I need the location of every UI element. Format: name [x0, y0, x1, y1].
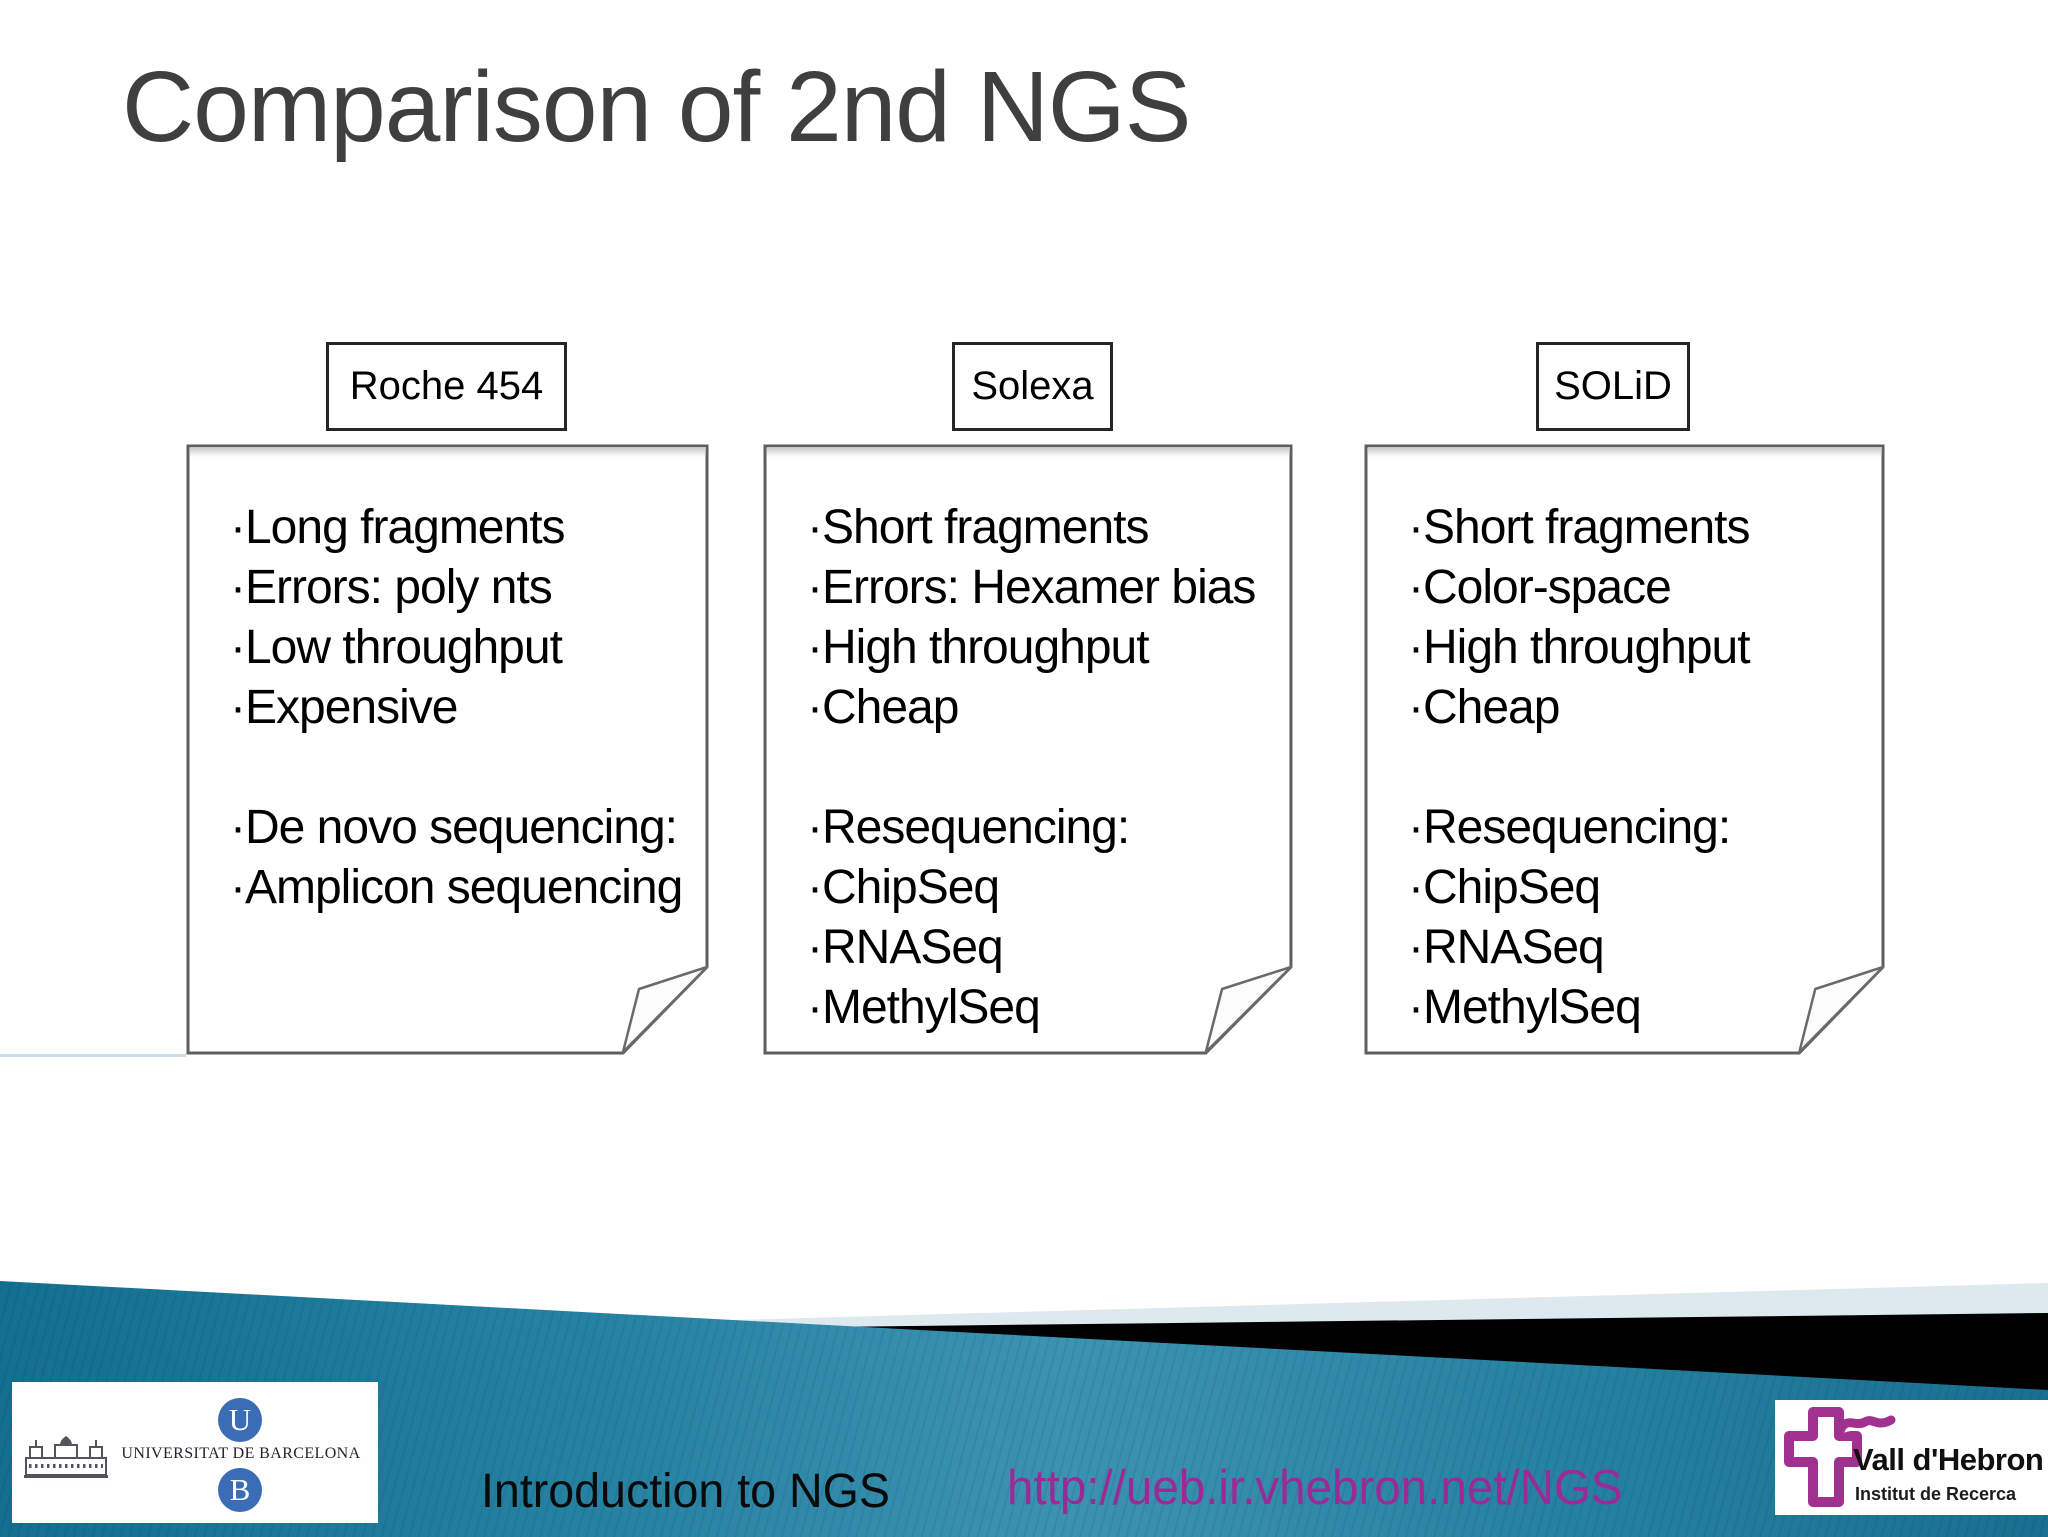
list-item: ·Cheap: [807, 681, 959, 734]
list-item: ·Errors: Hexamer bias: [807, 561, 1256, 614]
folded-note-shape: [1364, 444, 1885, 1055]
label-roche454-text: Roche 454: [349, 364, 544, 408]
vh-subtitle: Institut de Recerca: [1855, 1484, 2017, 1504]
folded-note-shape: [763, 444, 1293, 1055]
footer-course-title: Introduction to NGS: [481, 1465, 890, 1518]
ub-u-badge: U: [218, 1398, 262, 1442]
list-item: ·Short fragments: [1408, 501, 1750, 554]
list-item: ·ChipSeq: [1408, 861, 1601, 914]
note-roche454-body: ·Long fragments ·Errors: poly nts ·Low t…: [230, 498, 706, 918]
label-solid: SOLiD: [1536, 342, 1690, 431]
list-item-blank: [807, 738, 1290, 798]
page-title: Comparison of 2nd NGS: [122, 51, 1191, 163]
list-item: ·Long fragments: [230, 501, 566, 554]
note-solexa: ·Short fragments ·Errors: Hexamer bias ·…: [763, 444, 1294, 1056]
list-item: ·Low throughput: [230, 621, 563, 674]
note-inner-shadow: [767, 447, 1290, 457]
left-edge-line: [0, 1054, 186, 1057]
vh-logo: Vall d'Hebron Institut de Recerca: [1775, 1400, 2048, 1515]
list-item: ·High throughput: [1408, 621, 1751, 674]
list-item: ·Amplicon sequencing: [230, 861, 683, 914]
list-item: ·RNASeq: [1408, 921, 1605, 974]
list-item: ·Color-space: [1408, 561, 1672, 614]
folded-note-shape: [186, 444, 709, 1055]
list-item-blank: [230, 738, 706, 798]
ub-b-badge: B: [218, 1468, 262, 1512]
building-icon: [24, 1436, 108, 1478]
label-solexa-text: Solexa: [971, 364, 1094, 408]
note-solexa-body: ·Short fragments ·Errors: Hexamer bias ·…: [807, 498, 1290, 1038]
ub-u-letter: U: [228, 1402, 252, 1437]
folded-corner: [621, 965, 709, 1054]
label-solexa: Solexa: [952, 342, 1113, 431]
folded-corner: [1798, 965, 1885, 1054]
label-solid-text: SOLiD: [1554, 364, 1672, 408]
list-item: ·Resequencing:: [807, 801, 1130, 854]
list-item: ·Errors: poly nts: [230, 561, 553, 614]
list-item: ·Expensive: [230, 681, 458, 734]
note-solid-body: ·Short fragments ·Color-space ·High thro…: [1408, 498, 1882, 1038]
folded-corner: [1204, 965, 1293, 1054]
note-solid: ·Short fragments ·Color-space ·High thro…: [1364, 444, 1886, 1056]
list-item: ·Resequencing:: [1408, 801, 1731, 854]
list-item: ·Cheap: [1408, 681, 1560, 734]
list-item: ·MethylSeq: [1408, 981, 1642, 1034]
footer-url-link[interactable]: http://ueb.ir.vhebron.net/NGS: [1007, 1461, 1623, 1515]
list-item: ·RNASeq: [807, 921, 1004, 974]
list-item: ·ChipSeq: [807, 861, 1000, 914]
note-inner-shadow: [1368, 447, 1882, 457]
label-roche454: Roche 454: [326, 342, 567, 431]
vh-name: Vall d'Hebron: [1853, 1442, 2044, 1477]
list-item: ·De novo sequencing:: [230, 801, 678, 854]
note-inner-shadow: [190, 447, 706, 457]
list-item: ·MethylSeq: [807, 981, 1041, 1034]
ub-logo: U UNIVERSITAT DE BARCELONA B: [12, 1382, 378, 1523]
list-item: ·Short fragments: [807, 501, 1149, 554]
list-item: ·High throughput: [807, 621, 1150, 674]
ub-name: UNIVERSITAT DE BARCELONA: [121, 1445, 361, 1462]
note-roche454: ·Long fragments ·Errors: poly nts ·Low t…: [186, 444, 710, 1056]
vh-cross-icon: [1784, 1407, 1896, 1507]
ub-b-letter: B: [229, 1472, 251, 1507]
list-item-blank: [1408, 738, 1882, 798]
